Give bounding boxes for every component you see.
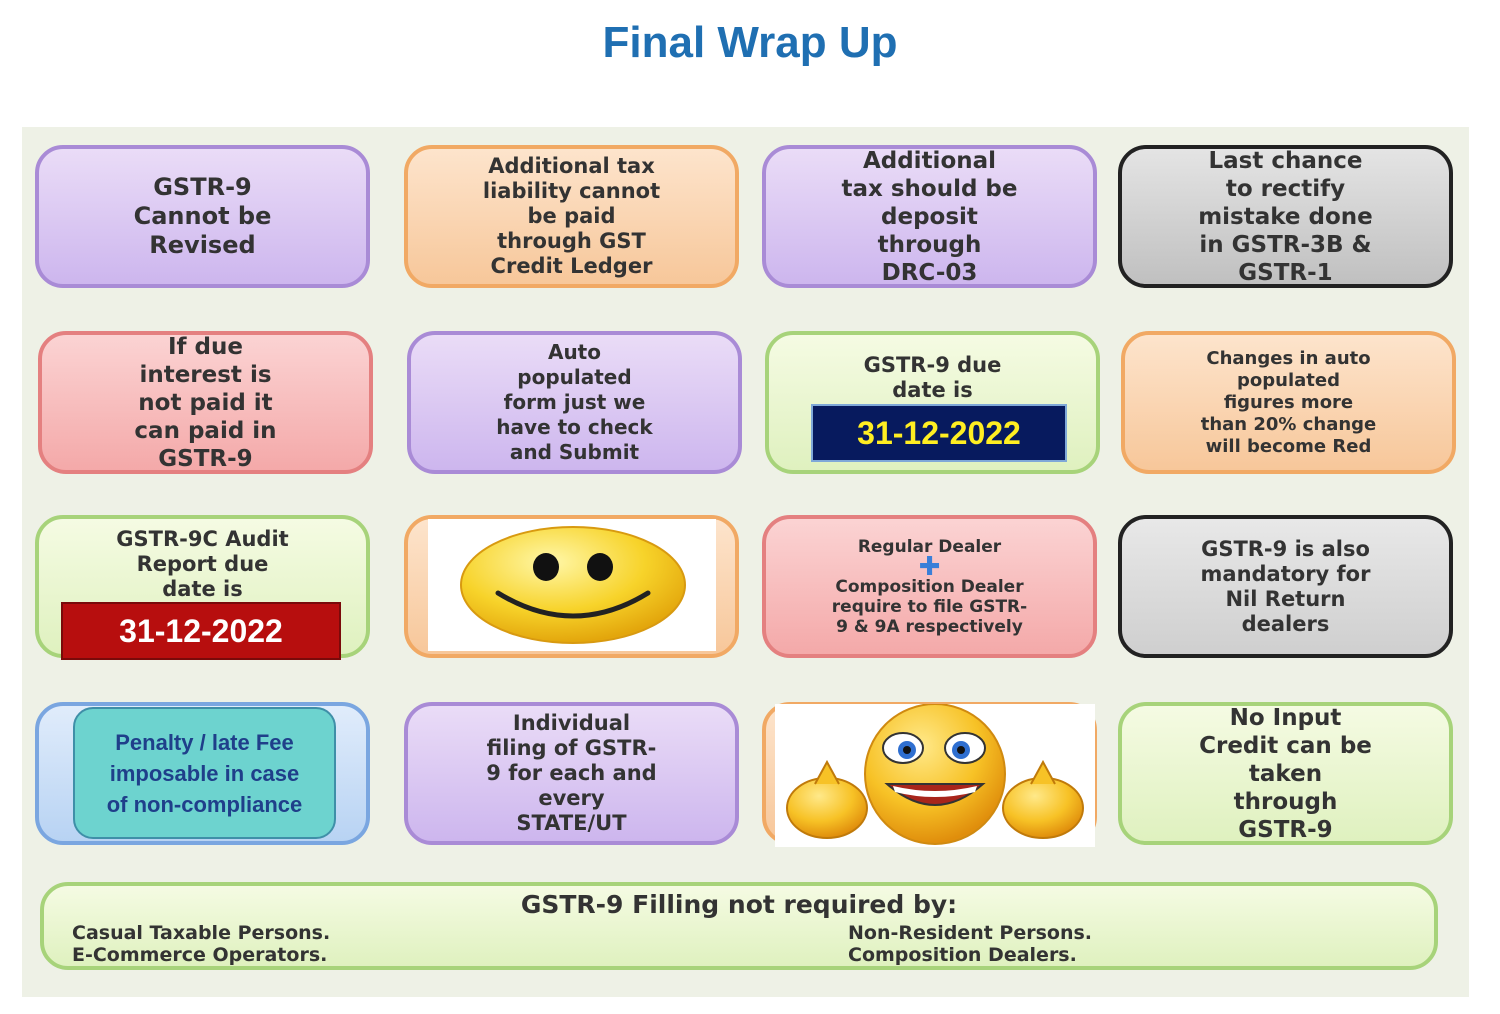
card-auto-populated: Auto populated form just we have to chec… (407, 331, 742, 474)
card-text: Last chance to rectify mistake done in G… (1198, 147, 1373, 286)
card-penalty: Penalty / late Fee imposable in case of … (73, 707, 336, 839)
card-interest: If due interest is not paid it can paid … (38, 331, 373, 474)
not-required-right-1: Non-Resident Persons. (848, 922, 1093, 944)
card-text: No Input Credit can be taken through GST… (1199, 704, 1372, 843)
not-required-right-2: Composition Dealers. (848, 944, 1077, 966)
card-changes-auto-figures: Changes in auto populated figures more t… (1121, 331, 1456, 474)
card-text: Penalty / late Fee imposable in case of … (106, 729, 303, 817)
page-title: Final Wrap Up (602, 18, 898, 67)
card-text: GSTR-9 Cannot be Revised (133, 173, 272, 259)
card-last-chance: Last chance to rectify mistake done in G… (1118, 145, 1453, 288)
card-text: Additional tax liability cannot be paid … (482, 154, 661, 278)
not-required-box: GSTR-9 Filling not required by: Casual T… (40, 882, 1438, 970)
gstr9c-due-date-badge: 31-12-2022 (61, 602, 341, 660)
card-nil-return: GSTR-9 is also mandatory for Nil Return … (1118, 515, 1453, 658)
card-regular-composition: Regular Dealer ✚ Composition Dealer requ… (762, 515, 1097, 658)
not-required-heading: GSTR-9 Filling not required by: (520, 890, 958, 919)
smiley-face-icon (460, 526, 686, 644)
card-text-regular: Regular Dealer (857, 536, 1002, 557)
smiley-image-frame (428, 519, 716, 651)
card-drc03: Additional tax should be deposit through… (762, 145, 1097, 288)
card-text: Auto populated form just we have to chec… (496, 340, 653, 464)
card-text: Changes in auto populated figures more t… (1200, 347, 1377, 457)
not-required-left-1: Casual Taxable Persons. (72, 922, 331, 944)
gstr9-due-date-badge: 31-12-2022 (811, 404, 1067, 462)
card-individual-filing: Individual filing of GSTR- 9 for each an… (404, 702, 739, 845)
card-text: GSTR-9 due date is (863, 353, 1002, 402)
card-text: GSTR-9 is also mandatory for Nil Return … (1200, 536, 1371, 636)
thumbs-up-image-frame (775, 703, 1095, 847)
not-required-left-2: E-Commerce Operators. (72, 944, 328, 966)
card-additional-tax-liability: Additional tax liability cannot be paid … (404, 145, 739, 288)
card-text: Individual filing of GSTR- 9 for each an… (486, 711, 657, 835)
card-text-composition: Composition Dealer require to file GSTR-… (831, 576, 1028, 637)
card-no-input-credit: No Input Credit can be taken through GST… (1118, 702, 1453, 845)
plus-icon: ✚ (918, 551, 941, 582)
card-text: If due interest is not paid it can paid … (134, 333, 277, 472)
card-gstr9-cannot-revise: GSTR-9 Cannot be Revised (35, 145, 370, 288)
card-text: GSTR-9C Audit Report due date is (116, 527, 289, 601)
thumbs-up-emoji-icon (786, 703, 1084, 845)
card-text: Additional tax should be deposit through… (841, 147, 1018, 286)
